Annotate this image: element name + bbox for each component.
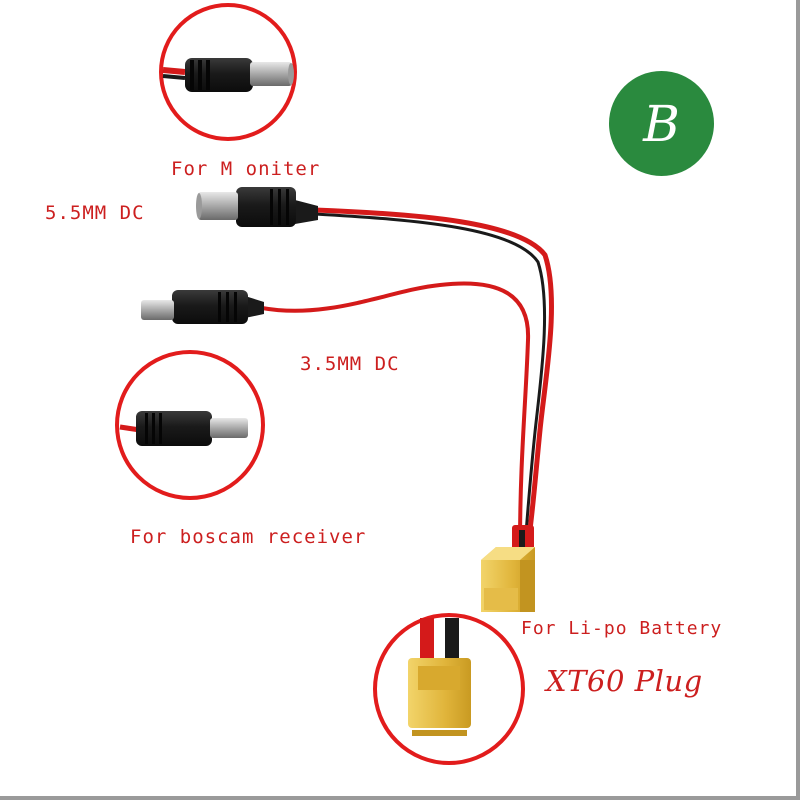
cable-5-5mm-branch: [312, 207, 554, 548]
label-3-5mm-dc: 3.5MM DC: [300, 353, 400, 375]
variant-badge-letter: B: [643, 94, 680, 153]
label-5-5mm-dc: 5.5MM DC: [45, 202, 145, 224]
label-for-lipo-battery: For Li-po Battery: [521, 618, 723, 639]
xt60-plug-main: [481, 525, 535, 612]
closeup-circle-boscam: [115, 350, 265, 500]
label-xt60-plug: XT60 Plug: [546, 664, 703, 698]
closeup-circle-monitor: [159, 3, 297, 141]
label-for-boscam-receiver: For boscam receiver: [130, 526, 367, 548]
dc-plug-3-5mm: [141, 290, 264, 324]
cable-3-5mm-branch: [260, 281, 531, 547]
dc-plug-5-5mm: [196, 187, 318, 227]
label-for-monitor: For M oniter: [171, 158, 321, 180]
closeup-circle-xt60: [373, 613, 525, 765]
variant-badge: B: [609, 71, 714, 176]
